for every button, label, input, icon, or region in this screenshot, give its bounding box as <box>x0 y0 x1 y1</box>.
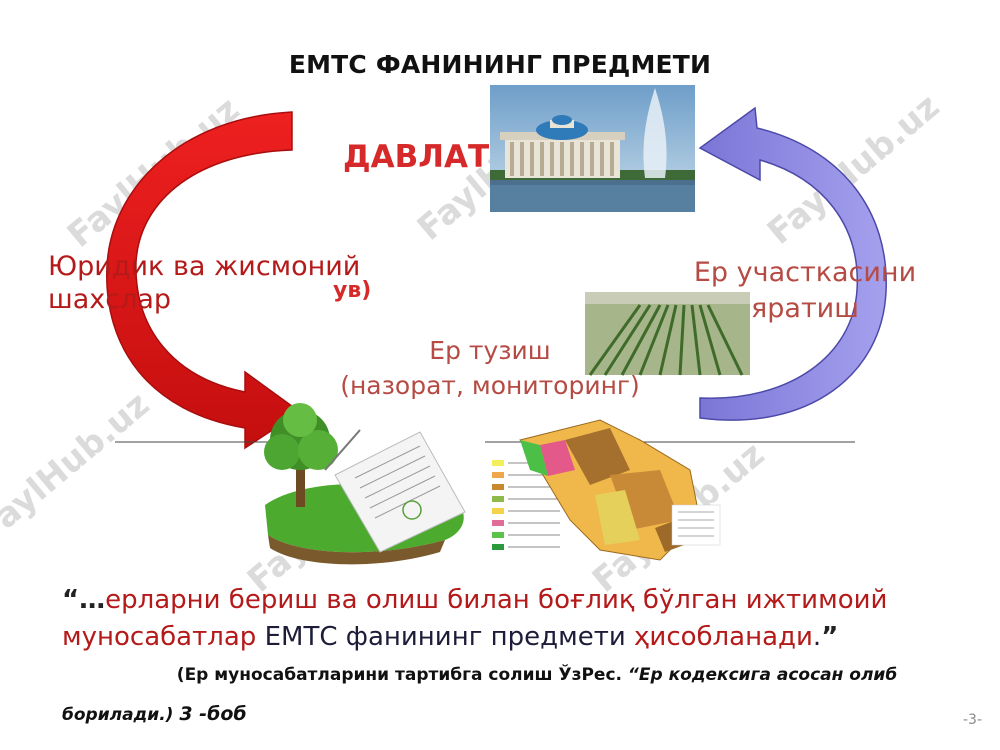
blue-cycle-arrow <box>698 106 887 421</box>
cotton-field-image <box>585 292 750 376</box>
node-state: ДАВЛАТ <box>343 139 490 175</box>
quote-text-2: ЕМТС <box>264 622 338 652</box>
parliament-building-image <box>490 85 695 212</box>
land-surveying-title: Ер тузиш <box>429 336 551 365</box>
citation-line-1: (Ер муносабатларини тартибга солиш ЎзРес… <box>176 665 898 685</box>
definition-quote: “…ерларни бериш ва олиш билан боғлиқ бўл… <box>62 582 962 656</box>
citation-line-2: борилади.) 3 -боб <box>62 703 247 725</box>
quote-text-4: ҳисобланади <box>634 622 813 652</box>
tree-document-image <box>264 403 466 565</box>
red-cycle-arrow <box>106 111 302 450</box>
quote-text-3: фанининг предмети <box>337 622 635 652</box>
quote-text-5: . <box>812 622 822 652</box>
quote-close: ” <box>821 622 839 652</box>
land-surveying-subtitle: (назорат, мониторинг) <box>340 371 640 400</box>
quote-open: “… <box>62 585 106 615</box>
slide-title: ЕМТС ФАНИНИНГ ПРЕДМЕТИ <box>288 50 712 79</box>
node-plot-creation: Ер участкасини яратиш <box>693 257 917 324</box>
node-state-partial: ув) <box>333 278 372 303</box>
source-citation: (Ер муносабатларини тартибга солиш ЎзРес… <box>62 665 942 725</box>
node-land-surveying: Ер тузиш (назорат, мониторинг) <box>280 333 700 403</box>
land-use-map-image <box>488 419 721 561</box>
quote-text-1: ерларни бериш ва олиш билан боғлиқ бўлга… <box>62 585 888 652</box>
page-number: -3- <box>962 712 982 728</box>
node-legal-persons: Юридик ва жисмоний шахслар <box>48 251 361 315</box>
